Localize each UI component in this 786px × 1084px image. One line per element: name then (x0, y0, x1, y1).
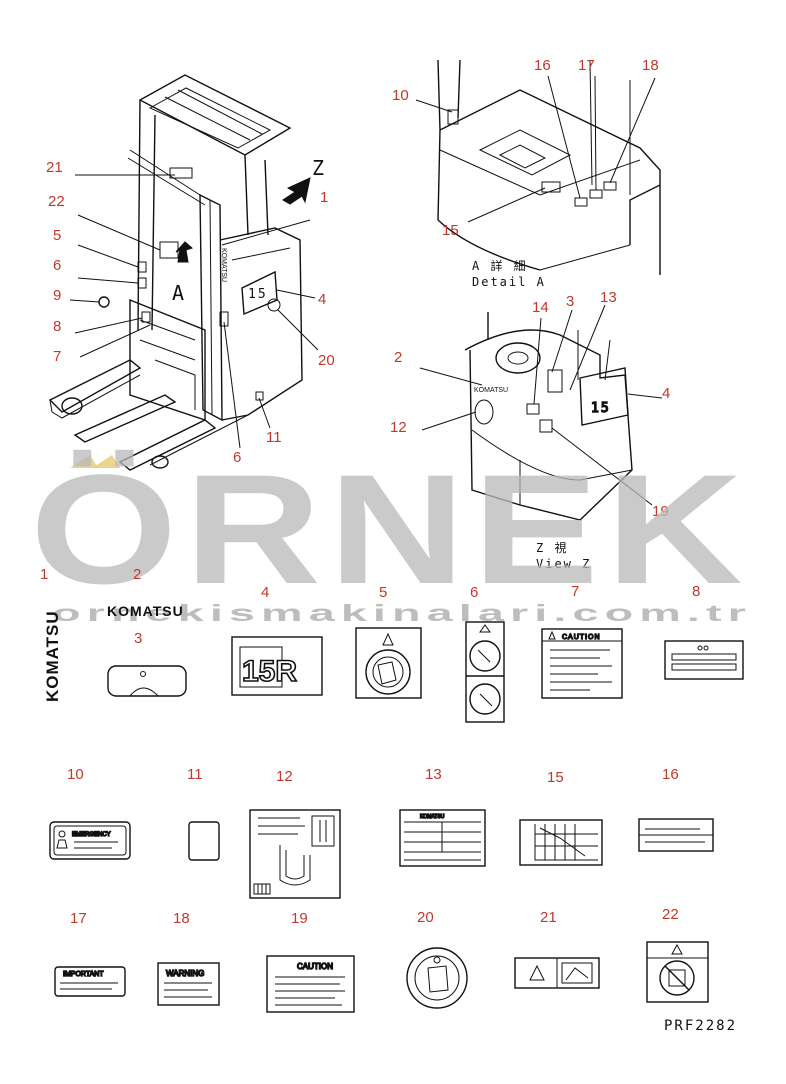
callout-5: 5 (53, 227, 61, 244)
body-badge-text: 15 (248, 287, 268, 302)
part-20-round-seal (406, 947, 468, 1009)
callout-19: 19 (652, 503, 669, 520)
part-num-17: 17 (70, 910, 87, 927)
watermark-brand: ÖRNEK (30, 443, 750, 617)
callout-10: 10 (392, 87, 409, 104)
part-num-22: 22 (662, 906, 679, 923)
watermark-url: ornekismakinalari.com.tr (52, 600, 752, 626)
part-num-6: 6 (470, 584, 478, 601)
part-num-20: 20 (417, 909, 434, 926)
callout-22: 22 (48, 193, 65, 210)
callout-13: 13 (600, 289, 617, 306)
part-num-2: 2 (133, 566, 141, 583)
forklift-iso-view (48, 74, 303, 471)
part-22-prohibition-decal (646, 941, 709, 1003)
part-5-warning-seal (355, 627, 422, 699)
part-8-plate (664, 640, 744, 680)
part-13-spec-plate: KOMATSU (399, 809, 486, 867)
watermark: ÖRNEK ornekismakinalari.com.tr (30, 443, 752, 626)
part-2-komatsu-horizontal: KOMATSU (107, 603, 184, 619)
callout-1: 1 (320, 189, 328, 206)
part-3-plate (107, 665, 187, 697)
part-4-text: 15R (242, 655, 297, 688)
part-16-plate (638, 818, 714, 852)
callout-4-view-z: 4 (662, 385, 670, 402)
callout-12: 12 (390, 419, 407, 436)
leader-lines-main (69, 174, 319, 449)
part-10-text: EMERGENCY (72, 832, 111, 838)
detail-a-label-en: Detail A (472, 275, 546, 289)
detail-a-arrow (175, 241, 193, 263)
part-12-instruction-decal (249, 809, 341, 899)
part-num-21: 21 (540, 909, 557, 926)
callout-11: 11 (266, 429, 282, 446)
detail-a-label-jp: A 詳 細 (472, 258, 528, 273)
view-z-brand-text: KOMATSU (474, 387, 508, 394)
part-21-warning-decal (514, 957, 600, 989)
leader-lines-view-z (419, 304, 663, 506)
part-11-blank-decal (188, 821, 220, 861)
view-z-letter: Z (312, 156, 326, 180)
callout-9: 9 (53, 287, 61, 304)
callout-8: 8 (53, 318, 61, 335)
part-num-16: 16 (662, 766, 679, 783)
part-num-10: 10 (67, 766, 84, 783)
part-6-double-seal (465, 621, 505, 723)
callout-18: 18 (642, 57, 659, 74)
part-7-text: CAUTION (562, 634, 601, 641)
part-18-warning-decal: WARNING (157, 962, 220, 1006)
leader-lines-detail-a (415, 75, 656, 223)
callout-3: 3 (566, 293, 574, 310)
part-7-caution-decal: CAUTION (541, 628, 623, 699)
drawing-code: PRF2282 (664, 1018, 737, 1034)
part-num-5: 5 (379, 584, 387, 601)
part-4-15r-decal: 15R (231, 636, 323, 696)
part-num-3: 3 (134, 630, 142, 647)
part-19-caution-decal: CAUTION (266, 955, 355, 1013)
part-num-12: 12 (276, 768, 293, 785)
part-13-text: KOMATSU (420, 814, 445, 820)
part-num-1: 1 (40, 566, 48, 583)
part-num-15: 15 (547, 769, 564, 786)
detail-a-letter: A (172, 281, 186, 305)
part-num-18: 18 (173, 910, 190, 927)
callout-7: 7 (53, 348, 61, 365)
part-num-13: 13 (425, 766, 442, 783)
callout-20: 20 (318, 352, 335, 369)
mast-brand-text: KOMATSU (220, 248, 227, 282)
callout-14: 14 (532, 299, 549, 316)
part-18-text: WARNING (166, 969, 204, 978)
detail-a-view (437, 59, 661, 275)
callout-16: 16 (534, 57, 551, 74)
part-num-11: 11 (187, 766, 203, 783)
callout-6-bottom: 6 (233, 449, 241, 466)
view-z-label-en: View Z (536, 557, 591, 571)
view-z-arrow (282, 177, 311, 205)
part-num-19: 19 (291, 910, 308, 927)
view-z-badge: 15 (591, 401, 611, 416)
view-z-label-jp: Z 視 (536, 540, 568, 555)
part-17-text: IMPORTANT (63, 971, 104, 978)
part-1-komatsu-vertical: KOMATSU (43, 610, 62, 702)
part-19-text: CAUTION (297, 962, 333, 971)
callout-2: 2 (394, 349, 402, 366)
part-10-emergency-decal: EMERGENCY (49, 821, 131, 860)
callout-15: 15 (442, 222, 459, 239)
part-num-8: 8 (692, 583, 700, 600)
callout-4-main: 4 (318, 291, 326, 308)
callout-17: 17 (578, 57, 595, 74)
callout-6-top: 6 (53, 257, 61, 274)
part-15-load-chart (519, 819, 603, 866)
part-17-important-decal: IMPORTANT (54, 966, 126, 997)
part-num-7: 7 (571, 583, 579, 600)
part-num-4: 4 (261, 584, 269, 601)
callout-21: 21 (46, 159, 63, 176)
